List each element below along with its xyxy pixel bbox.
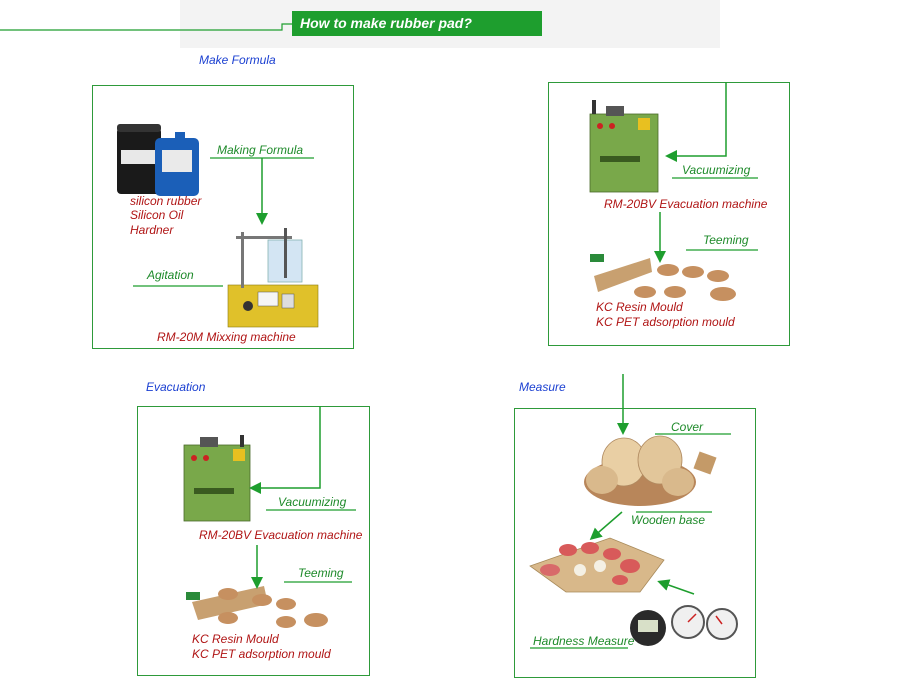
- mould-resin-top: KC Resin Mould: [596, 300, 683, 314]
- evacuation-machine-image: [183, 435, 251, 522]
- heading-make-formula: Make Formula: [199, 53, 276, 67]
- evacuation-machine-image-top: [589, 100, 659, 193]
- mould-resin: KC Resin Mould: [192, 632, 279, 646]
- rubber-barrels-image: [117, 124, 199, 196]
- resin-moulds-image: [186, 586, 328, 628]
- material-hardner: Hardner: [130, 223, 174, 237]
- step-vacuumizing: Vacuumizing: [278, 495, 347, 509]
- evacuation-machine-label-top: RM-20BV Evacuation machine: [604, 197, 768, 211]
- cover-basket-image: [584, 435, 717, 506]
- page-title: How to make rubber pad?: [292, 11, 542, 36]
- step-agitation: Agitation: [147, 268, 194, 282]
- material-silicon-oil: Silicon Oil: [130, 208, 184, 222]
- resin-moulds-image-top: [590, 254, 736, 301]
- step-making-formula: Making Formula: [217, 143, 304, 157]
- heading-measure: Measure: [519, 380, 566, 394]
- evacuation-machine-label: RM-20BV Evacuation machine: [199, 528, 363, 542]
- heading-evacuation: Evacuation: [146, 380, 206, 394]
- mould-pet: KC PET adsorption mould: [192, 647, 331, 661]
- mixing-machine-label: RM-20M Mixxing machine: [157, 330, 296, 344]
- mixing-machine-image: [227, 228, 319, 328]
- panel-evacuation: [137, 406, 370, 676]
- step-wooden-base: Wooden base: [631, 513, 706, 527]
- step-teeming: Teeming: [298, 566, 344, 580]
- wooden-base-image: [529, 537, 665, 593]
- mould-pet-top: KC PET adsorption mould: [596, 315, 735, 329]
- step-teeming-top: Teeming: [703, 233, 749, 247]
- panel-vacuum-top: [548, 82, 790, 346]
- hardness-gauges-image: [630, 605, 738, 646]
- step-hardness-measure: Hardness Measure: [533, 634, 635, 648]
- material-silicon-rubber: silicon rubber: [130, 194, 202, 208]
- step-cover: Cover: [671, 420, 704, 434]
- step-vacuumizing-top: Vacuumizing: [682, 163, 751, 177]
